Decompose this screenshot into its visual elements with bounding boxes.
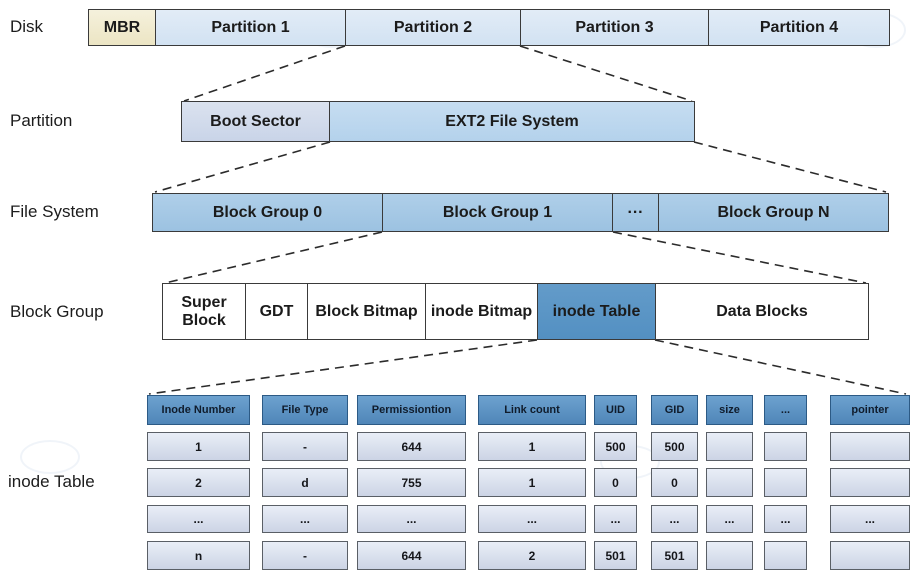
file-system-row-label: File System — [10, 202, 99, 221]
inode-cell: ... — [147, 505, 250, 533]
inode-cell: 0 — [594, 468, 637, 497]
inode-header-cell: size — [706, 395, 753, 425]
inode-cell: 2 — [147, 468, 250, 497]
inode-cell: 1 — [478, 468, 586, 497]
inode-cell: ... — [594, 505, 637, 533]
inode-header-cell: Link count — [478, 395, 586, 425]
partition-3-box: Partition 3 — [520, 9, 709, 46]
block-group-1-box: Block Group 1 — [382, 193, 613, 232]
inode-cell — [830, 468, 910, 497]
inode-cell: d — [262, 468, 348, 497]
inode-cell — [764, 432, 807, 461]
boot-sector-box: Boot Sector — [181, 101, 330, 142]
inode-cell: 1 — [478, 432, 586, 461]
inode-header-cell: Inode Number — [147, 395, 250, 425]
gdt-box: GDT — [245, 283, 308, 340]
inode-header-cell: ... — [764, 395, 807, 425]
watermark-circle — [20, 440, 80, 474]
inode-cell: ... — [830, 505, 910, 533]
inode-cell: 644 — [357, 541, 466, 570]
inode-cell: ... — [651, 505, 698, 533]
inode-cell — [706, 432, 753, 461]
inode-cell: ... — [357, 505, 466, 533]
partition-4-box: Partition 4 — [708, 9, 890, 46]
inode-cell — [764, 541, 807, 570]
inode-header-cell: File Type — [262, 395, 348, 425]
block-group-n-box: Block Group N — [658, 193, 889, 232]
inode-cell: - — [262, 432, 348, 461]
partition-2-box: Partition 2 — [345, 9, 521, 46]
inode-cell: 755 — [357, 468, 466, 497]
inode-header-cell: pointer — [830, 395, 910, 425]
inode-cell — [706, 541, 753, 570]
inode-cell: 500 — [594, 432, 637, 461]
inode-cell: 2 — [478, 541, 586, 570]
disk-row-label: Disk — [10, 17, 44, 36]
inode-cell — [764, 468, 807, 497]
inode-bitmap-box: inode Bitmap — [425, 283, 538, 340]
block-group-row-label: Block Group — [10, 302, 104, 321]
inode-table-row-label: inode Table — [8, 472, 95, 491]
inode-cell — [706, 468, 753, 497]
inode-cell: 500 — [651, 432, 698, 461]
inode-cell: 501 — [651, 541, 698, 570]
inode-cell: 501 — [594, 541, 637, 570]
inode-table-box: inode Table — [537, 283, 656, 340]
inode-header-cell: Permissiontion — [357, 395, 466, 425]
data-blocks-box: Data Blocks — [655, 283, 869, 340]
inode-cell: 644 — [357, 432, 466, 461]
inode-cell: n — [147, 541, 250, 570]
inode-header-cell: UID — [594, 395, 637, 425]
block-group-dots-box: ··· — [612, 193, 659, 232]
inode-cell: ... — [262, 505, 348, 533]
mbr-box: MBR — [88, 9, 156, 46]
block-group-0-box: Block Group 0 — [152, 193, 383, 232]
ext2-file-system-box: EXT2 File System — [329, 101, 695, 142]
inode-cell — [830, 541, 910, 570]
partition-1-box: Partition 1 — [155, 9, 346, 46]
super-block-box: Super Block — [162, 283, 246, 340]
inode-cell: 1 — [147, 432, 250, 461]
partition-row-label: Partition — [10, 111, 73, 130]
inode-cell: ... — [764, 505, 807, 533]
inode-cell: ... — [478, 505, 586, 533]
inode-header-cell: GID — [651, 395, 698, 425]
inode-cell: - — [262, 541, 348, 570]
inode-cell — [830, 432, 910, 461]
inode-cell: ... — [706, 505, 753, 533]
block-bitmap-box: Block Bitmap — [307, 283, 426, 340]
inode-cell: 0 — [651, 468, 698, 497]
